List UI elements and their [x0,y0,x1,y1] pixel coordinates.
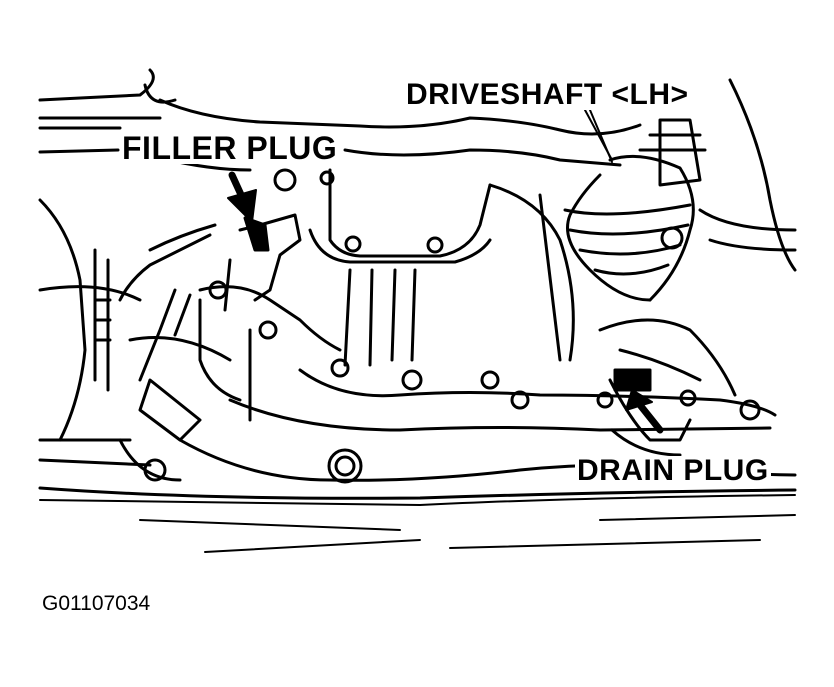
filler-plug-arrow [227,171,257,223]
upper-frame [38,68,797,272]
driveshaft-leader [584,109,613,161]
suspension-left [38,198,232,482]
filler-plug-body [118,213,302,382]
drain-plug-body [608,368,692,457]
filler-plug-label: FILLER PLUG [120,130,340,166]
transmission-case [198,168,777,432]
figure-code: G01107034 [42,592,151,615]
drain-plug-label: DRAIN PLUG [575,454,771,487]
drain-plug-arrow [625,389,664,434]
driveshaft-lh [563,109,707,302]
driveshaft-label: DRIVESHAFT <LH> [404,78,691,111]
lower-lines [39,494,796,553]
